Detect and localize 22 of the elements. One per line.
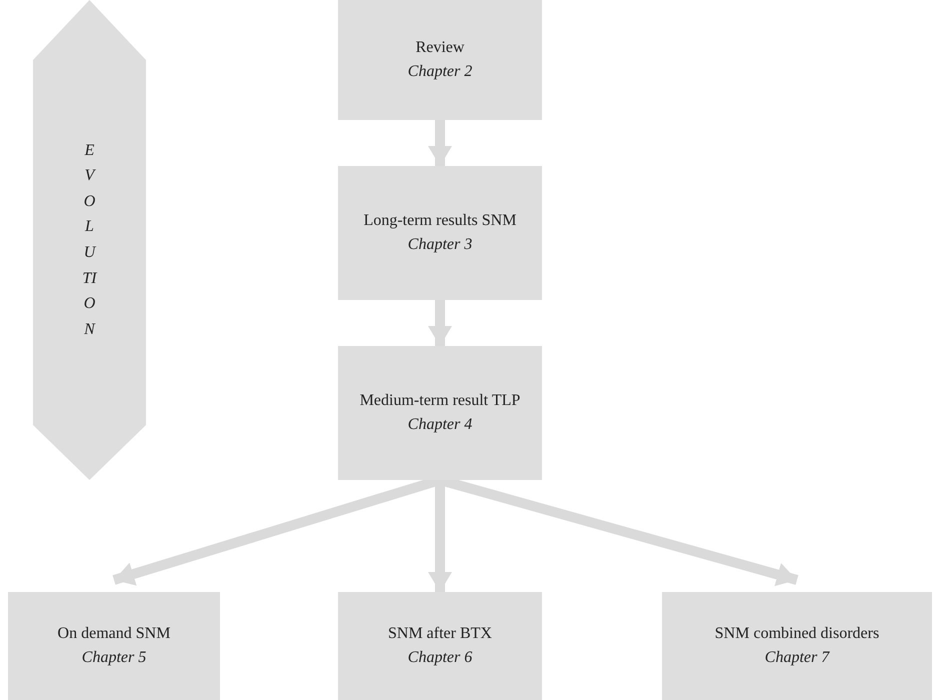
chapter-label: Chapter 3 [408,235,472,255]
arrow [428,120,452,166]
process-box [338,346,542,480]
chapter-label: Chapter 2 [408,62,472,82]
arrow [428,300,452,346]
chapter-label: Chapter 5 [82,648,146,668]
vertical-label: EVOLUTION [82,140,98,340]
box-title: On demand SNM [58,624,170,644]
process-box [338,0,542,120]
chapter-label: Chapter 7 [764,648,830,668]
process-box [338,166,542,300]
box-title: Medium-term result TLP [360,391,520,411]
process-box [662,592,932,700]
box-title: Long-term results SNM [364,211,516,231]
process-box [8,592,220,700]
process-box [338,592,542,700]
box-title: SNM after BTX [388,624,492,644]
double-arrow-band [33,0,146,480]
chapter-label: Chapter 6 [408,648,472,668]
chapter-label: Chapter 4 [408,415,472,435]
box-title: Review [416,38,464,58]
box-title: SNM combined disorders [714,624,880,644]
